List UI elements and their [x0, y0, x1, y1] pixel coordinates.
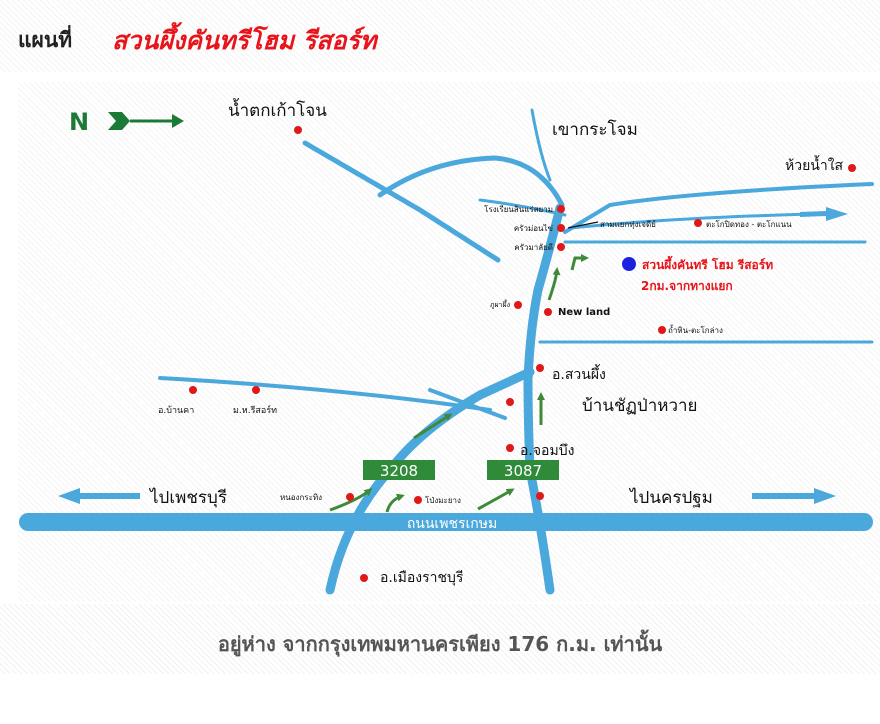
- dot-pong-mai: [414, 496, 422, 504]
- location-dots: [189, 126, 856, 582]
- label-huai-nam-sai: ห้วยน้ำใส: [785, 155, 844, 174]
- road-khao-krachom: [530, 108, 552, 182]
- label-nong-kratha: หนองกระทิง: [280, 493, 322, 502]
- label-newland: New land: [558, 307, 610, 318]
- dot-rest2: [557, 243, 565, 251]
- label-chom-bueng: อ.จอมบึง: [520, 443, 574, 459]
- direction-arrows: [58, 207, 848, 504]
- road-3087: [523, 203, 565, 595]
- label-rest1: ครัวม่อนไข่: [514, 224, 553, 233]
- dot-huai-nam-sai: [848, 164, 856, 172]
- dot-school: [557, 205, 565, 213]
- label-khao-krachom: เขากระโจม: [552, 119, 638, 140]
- arrow-icon-3087: [477, 488, 515, 511]
- dot-mueang-ratchaburi: [360, 574, 368, 582]
- dot-chom-bueng: [506, 444, 514, 452]
- header: แผนที่ สวนผึ้งคันทรีโฮม รีสอร์ท: [0, 0, 880, 72]
- dot-newland: [544, 308, 552, 316]
- resort-name-title: สวนผึ้งคันทรีโฮม รีสอร์ท: [112, 26, 377, 55]
- arrow-icon-to-phetchaburi: [58, 488, 140, 504]
- label-mueang-ratchaburi: อ.เมืองราชบุรี: [380, 570, 464, 586]
- label-ban-kha: อ.บ้านคา: [158, 405, 194, 416]
- road-3208: [325, 367, 535, 595]
- road-ban-kha: [158, 376, 492, 412]
- map-label: แผนที่: [18, 28, 73, 52]
- label-suan-phueng: อ.สวนผึ้ง: [552, 364, 606, 383]
- route-3208-label: 3208: [380, 462, 418, 480]
- distance-note: อยู่ห่าง จากกรุงเทพมหานครเพียง 176 ก.ม. …: [217, 632, 663, 656]
- road-takro: [568, 212, 812, 230]
- arrow-icon-resort: [570, 254, 589, 271]
- route-shield-3208: 3208: [363, 460, 435, 480]
- label-takro: ตะโกปิดทอง - ตะโกแนน: [706, 219, 792, 229]
- turn-arrows: [329, 254, 589, 513]
- label-junction: สามแยกทุ่งเจดีย์: [600, 219, 656, 229]
- label-waterfall: น้ำตกเก้าโจน: [228, 98, 327, 121]
- road-to-3087: [428, 388, 507, 420]
- dot-suan-phueng: [536, 364, 544, 372]
- road-huai-nam-sai: [563, 182, 874, 234]
- label-pong-mai: โป่งมะยาง: [425, 495, 461, 505]
- dot-nong-kratha: [346, 493, 354, 501]
- resort-marker: [622, 257, 636, 271]
- dot-takro: [694, 219, 702, 227]
- compass-letter: N: [69, 108, 89, 136]
- label-tham-hin: ถ้ำหิน-ตะโกล่าง: [668, 324, 723, 335]
- arrow-icon-takro: [800, 207, 848, 221]
- footer: อยู่ห่าง จากกรุงเทพมหานครเพียง 176 ก.ม. …: [0, 604, 880, 674]
- label-to-nakhon-pathom: ไปนครปฐม: [628, 487, 713, 508]
- dot-tham-hin: [658, 326, 666, 334]
- dot-3087-south: [536, 492, 544, 500]
- label-resort: สวนผึ้งคันทรี โฮม รีสอร์ท: [642, 255, 773, 272]
- north-compass: N: [69, 108, 184, 136]
- label-rest2: ครัวมาลัยดี: [514, 243, 553, 252]
- dot-rest1: [557, 224, 565, 232]
- dot-waterfall: [294, 126, 302, 134]
- arrow-icon-3208-left: [329, 488, 373, 512]
- arrow-icon-3208-right: [385, 493, 405, 513]
- label-ban-chat-pa-wai: บ้านชัฏป่าหวาย: [582, 396, 698, 416]
- compass-arrow-icon: [108, 112, 130, 130]
- dot-mk-resort: [252, 386, 260, 394]
- dot-chat-road: [506, 398, 514, 406]
- arrow-icon-to-nakhon-pathom: [752, 488, 836, 504]
- route-3087-label: 3087: [504, 462, 542, 480]
- road-waterfall: [302, 140, 501, 263]
- road-north-arc: [377, 155, 565, 208]
- label-resort-distance: 2กม.จากทางแยก: [641, 279, 733, 293]
- dot-ban-kha: [189, 386, 197, 394]
- label-phu-pha: ภูผาผึ้ง: [490, 298, 510, 309]
- label-highway-petchkasem: ถนนเพชรเกษม: [407, 516, 497, 532]
- arrow-icon-north: [547, 267, 561, 301]
- route-shield-3087: 3087: [487, 460, 559, 480]
- dot-phu-pha: [514, 301, 522, 309]
- label-to-phetchaburi: ไปเพชรบุรี: [148, 487, 227, 508]
- arrow-icon-3208-up: [413, 413, 453, 440]
- label-school: โรงเรียนสินแร่สยาม: [484, 204, 553, 214]
- label-mk-resort: ม.ห.รีสอร์ท: [233, 404, 277, 416]
